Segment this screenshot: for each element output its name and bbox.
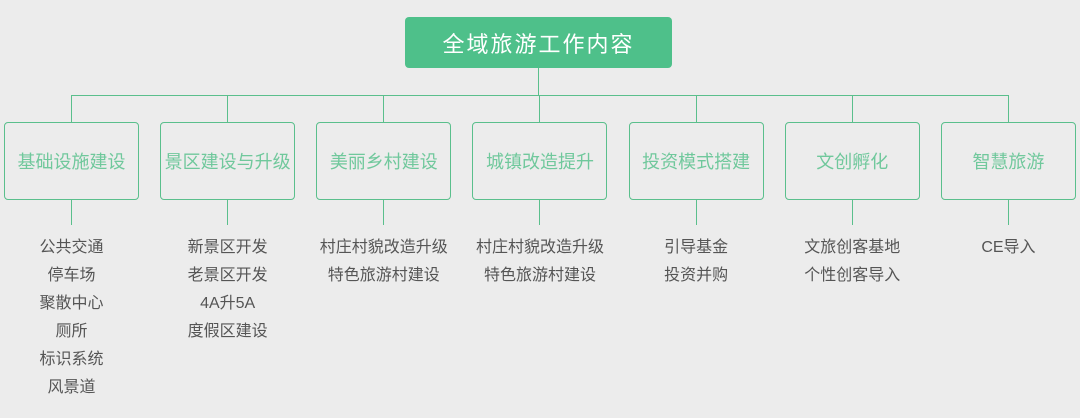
chart-root-node: 全域旅游工作内容 [405, 17, 672, 68]
branch-node: 基础设施建设 [4, 122, 139, 200]
connector-drop-line [1007, 95, 1009, 122]
list-item: 厕所 [55, 323, 88, 340]
branch-node: 城镇改造提升 [472, 122, 608, 200]
branch-item-list: 引导基金 投资并购 [664, 234, 728, 290]
branch-node-title: 基础设施建设 [17, 152, 126, 172]
connector-drop-line [383, 95, 385, 122]
list-item: 4A升5A [200, 295, 256, 312]
list-item: 停车场 [47, 267, 96, 284]
list-item: CE导入 [981, 239, 1036, 256]
list-item: 聚散中心 [39, 295, 104, 312]
list-item: 投资并购 [664, 267, 729, 284]
branch-node-title: 景区建设与升级 [164, 152, 291, 172]
branch-column-infrastructure: 基础设施建设 公共交通 停车场 聚散中心 厕所 标识系统 风景道 [4, 95, 139, 402]
branch-column-scenic-area: 景区建设与升级 新景区开发 老景区开发 4A升5A 度假区建设 [160, 95, 296, 402]
branch-item-list: 村庄村貌改造升级 特色旅游村建设 [476, 234, 604, 290]
branch-item-list: 文旅创客基地 个性创客导入 [804, 234, 900, 290]
connector-root-stub [538, 68, 539, 95]
branch-item-list: CE导入 [981, 234, 1035, 262]
list-item: 文旅创客基地 [804, 239, 901, 256]
branch-item-list: 村庄村貌改造升级 特色旅游村建设 [320, 234, 448, 290]
list-item: 特色旅游村建设 [483, 267, 596, 284]
branch-node: 美丽乡村建设 [316, 122, 452, 200]
list-item: 引导基金 [664, 239, 729, 256]
branch-column-smart-tourism: 智慧旅游 CE导入 [940, 95, 1076, 402]
branch-column-investment-model: 投资模式搭建 引导基金 投资并购 [628, 95, 764, 402]
list-item: 老景区开发 [187, 267, 268, 284]
connector-drop-line [71, 95, 72, 122]
connector-stub-line [383, 200, 385, 225]
branch-node: 景区建设与升级 [160, 122, 296, 200]
list-item: 村庄村貌改造升级 [475, 239, 604, 256]
list-item: 标识系统 [39, 351, 104, 368]
connector-stub-line [851, 200, 853, 225]
branch-column-town-renovation: 城镇改造提升 村庄村貌改造升级 特色旅游村建设 [472, 95, 608, 402]
list-item: 公共交通 [39, 239, 104, 256]
connector-stub-line [1007, 200, 1009, 225]
connector-drop-line [227, 95, 229, 122]
branch-node: 智慧旅游 [940, 122, 1076, 200]
list-item: 特色旅游村建设 [327, 267, 440, 284]
connector-stub-line [227, 200, 229, 225]
connector-drop-line [695, 95, 697, 122]
branch-column-cultural-incubation: 文创孵化 文旅创客基地 个性创客导入 [784, 95, 920, 402]
branch-column-beautiful-village: 美丽乡村建设 村庄村貌改造升级 特色旅游村建设 [316, 95, 452, 402]
connector-drop-line [851, 95, 853, 122]
connector-stub-line [71, 200, 72, 225]
connector-drop-line [539, 95, 541, 122]
chart-root-title: 全域旅游工作内容 [442, 31, 635, 57]
connector-stub-line [539, 200, 541, 225]
branch-item-list: 公共交通 停车场 聚散中心 厕所 标识系统 风景道 [39, 234, 103, 402]
branch-node: 投资模式搭建 [628, 122, 764, 200]
list-item: 村庄村貌改造升级 [319, 239, 448, 256]
branch-node: 文创孵化 [784, 122, 920, 200]
list-item: 风景道 [47, 379, 96, 396]
list-item: 新景区开发 [187, 239, 268, 256]
branch-columns: 基础设施建设 公共交通 停车场 聚散中心 厕所 标识系统 风景道 景区建设与升级… [0, 95, 1080, 402]
branch-item-list: 新景区开发 老景区开发 4A升5A 度假区建设 [188, 234, 268, 346]
branch-node-title: 智慧旅游 [972, 152, 1045, 172]
branch-node-title: 文创孵化 [816, 152, 889, 172]
branch-node-title: 城镇改造提升 [485, 152, 594, 172]
list-item: 度假区建设 [187, 323, 268, 340]
connector-stub-line [695, 200, 697, 225]
branch-node-title: 投资模式搭建 [642, 152, 751, 172]
list-item: 个性创客导入 [804, 267, 901, 284]
branch-node-title: 美丽乡村建设 [329, 152, 438, 172]
